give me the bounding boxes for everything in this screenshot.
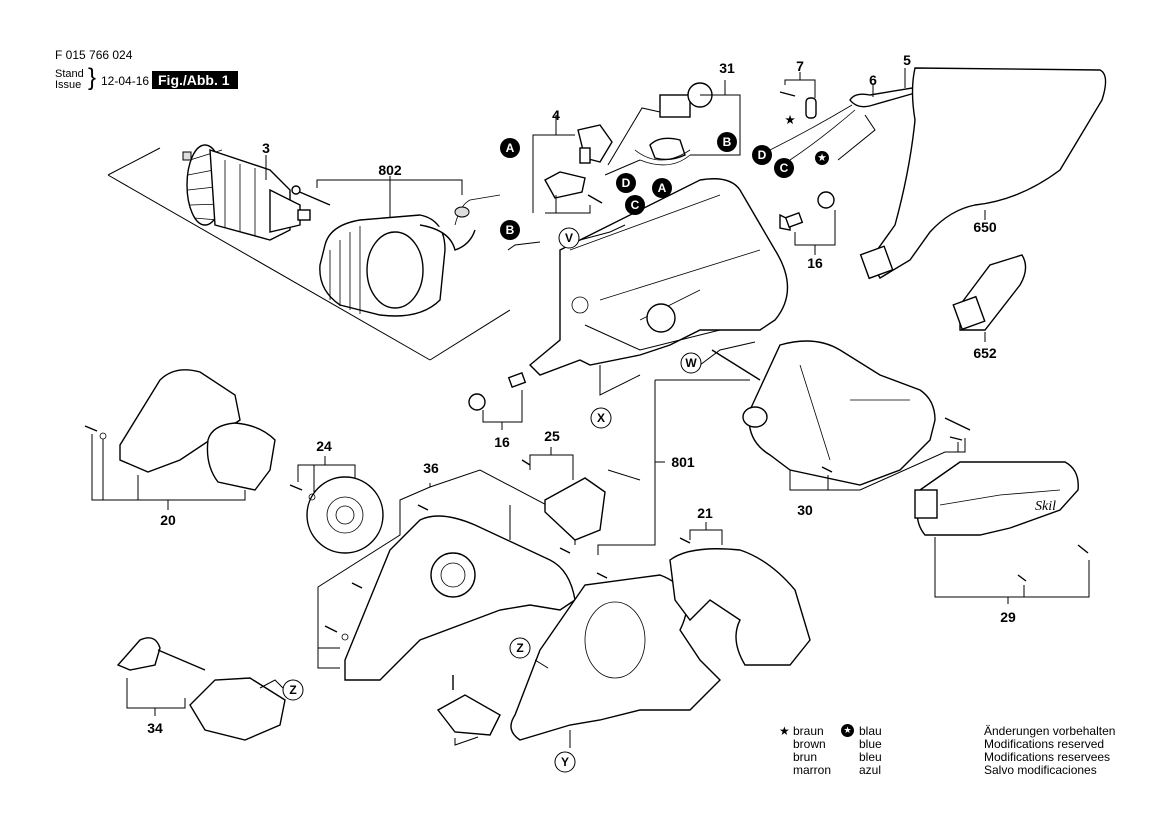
connector-letter: B [505,223,515,237]
field-coil-part [319,194,501,317]
main-housing-part [528,178,791,376]
dust-bag-part [859,67,1107,280]
connector-letter: D [757,148,767,162]
part-label-16: 16 [807,255,823,271]
notice-en: Modifications reserved [984,737,1105,751]
part-label-29: 29 [1000,609,1016,625]
part-label-36: 36 [423,460,439,476]
brace-symbol: } [88,64,97,91]
part-label-3: 3 [262,140,270,156]
part-label-31: 31 [719,60,735,76]
legend-blue-en: blue [859,737,882,751]
connector-marker-b-2 [717,132,737,152]
connector-letter: B [722,135,732,149]
part-label-4: 4 [552,107,560,123]
part-label-21: 21 [697,505,713,521]
figure-label: Fig./Abb. 1 [152,71,238,89]
legend-brown-de: braun [793,724,824,738]
legend-brown-es: marron [793,763,832,777]
pulley-part [289,476,384,554]
part-label-801: 801 [671,454,695,470]
ref-letter-x: X [596,411,606,425]
rear-handle-part [669,537,811,666]
depth-knob-part [521,459,606,541]
connector-letter: D [621,176,631,190]
part-label-16: 16 [494,434,510,450]
document-code: F 015 766 024 [55,48,133,62]
ref-letter-v: V [564,231,574,245]
brand-script: Skil [1035,499,1056,514]
lever-part [116,637,286,741]
connector-marker-d-1 [616,173,636,193]
ref-letter-y: Y [560,755,570,769]
gear-housing-part [324,504,576,681]
adapter-part [952,254,1027,331]
part-label-24: 24 [316,438,332,454]
star-symbol: ★ [785,114,795,127]
legend-blue-fr: bleu [859,750,882,764]
part-label-25: 25 [544,428,560,444]
ref-marker-x [590,407,612,429]
ref-letter-z: Z [289,683,297,697]
motor-housing-part [742,340,971,486]
notice-fr: Modifications reservees [984,750,1111,764]
issue-date: 12-04-16 [101,74,150,88]
circled-star-marker [815,151,829,165]
issue-label: Issue [55,79,82,91]
armature-part [182,144,311,241]
carbon-brush-part [784,191,835,228]
stand-label: Stand [55,68,84,80]
legend-blue-de: blau [859,724,882,738]
ref-marker-z-2 [282,679,304,701]
ref-marker-z-1 [509,637,531,659]
notice-es: Salvo modificaciones [984,763,1097,777]
circled-star-legend-icon: ★ [841,724,854,737]
connector-marker-c-2 [774,158,794,178]
part-label-30: 30 [797,502,813,518]
cable-part [769,87,917,161]
ref-marker-w [680,352,702,374]
connector-letter: C [630,198,640,212]
connector-marker-b-1 [500,220,520,240]
modifications-notice: Änderungen vorbehalten Modifications res… [984,725,1115,777]
part-label-6: 6 [869,72,877,88]
part-label-20: 20 [160,512,176,528]
ref-marker-y [554,751,576,773]
screw-802 [291,185,331,206]
connector-marker-d-2 [752,145,772,165]
belt-cover-part [84,369,276,491]
part-label-652: 652 [973,345,997,361]
star-legend-icon: ★ [779,724,790,738]
connector-letter: A [657,181,667,195]
part-label-802: 802 [378,162,402,178]
legend-blue-es: azul [859,763,882,777]
connector-marker-c-1 [625,195,645,215]
connector-letter: C [779,161,789,175]
part-label-7: 7 [796,58,804,74]
switch-part [544,124,613,204]
stand-issue-label: Stand Issue [55,69,84,91]
ref-marker-v [558,227,580,249]
cover-plate-part [436,675,501,736]
connector-marker-a-2 [652,178,672,198]
connector-letter: A [505,141,515,155]
carbon-brush-part-left [468,372,527,411]
handle-cover-part [914,461,1089,582]
connector-marker-a-1 [500,138,520,158]
circled-star-glyph: ★ [817,152,827,163]
part-label-650: 650 [973,219,997,235]
notice-de: Änderungen vorbehalten [984,724,1116,738]
ref-letter-w: W [685,356,697,370]
part-label-34: 34 [147,720,163,736]
legend-brown-fr: brun [793,750,818,764]
legend-brown-en: brown [793,737,826,751]
part-label-5: 5 [903,52,911,68]
ref-letter-z: Z [516,641,524,655]
